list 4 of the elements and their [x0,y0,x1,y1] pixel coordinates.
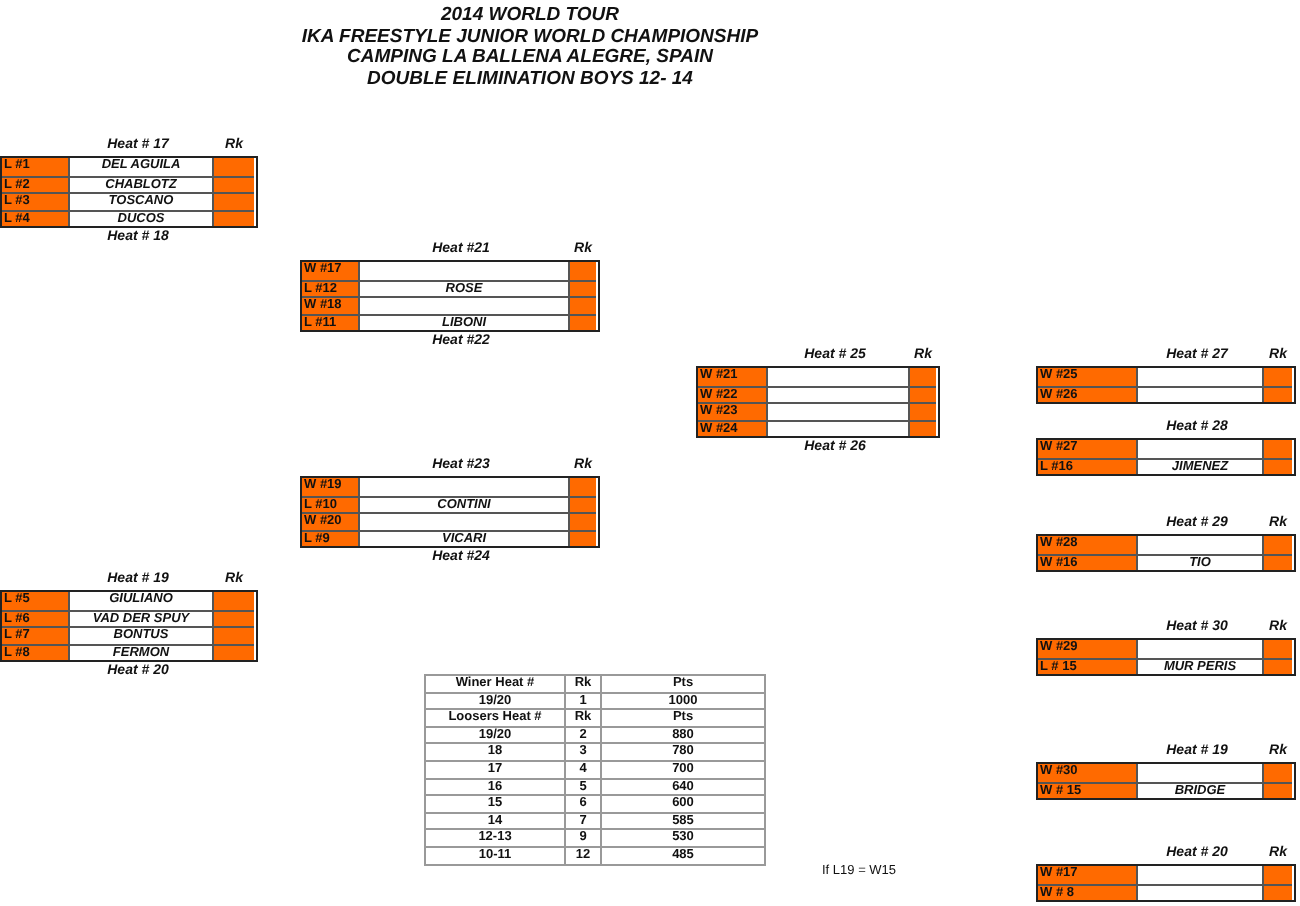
subtitle: DOUBLE ELIMINATION BOYS 12- 14 [367,69,693,90]
subtitle: IKA FREESTYLE JUNIOR WORLD CHAMPIONSHIP [301,27,759,48]
title: 2014 WORLD TOUR [440,6,620,27]
subtitle: CAMPING LA BALLENA ALEGRE, SPAIN [347,48,713,69]
